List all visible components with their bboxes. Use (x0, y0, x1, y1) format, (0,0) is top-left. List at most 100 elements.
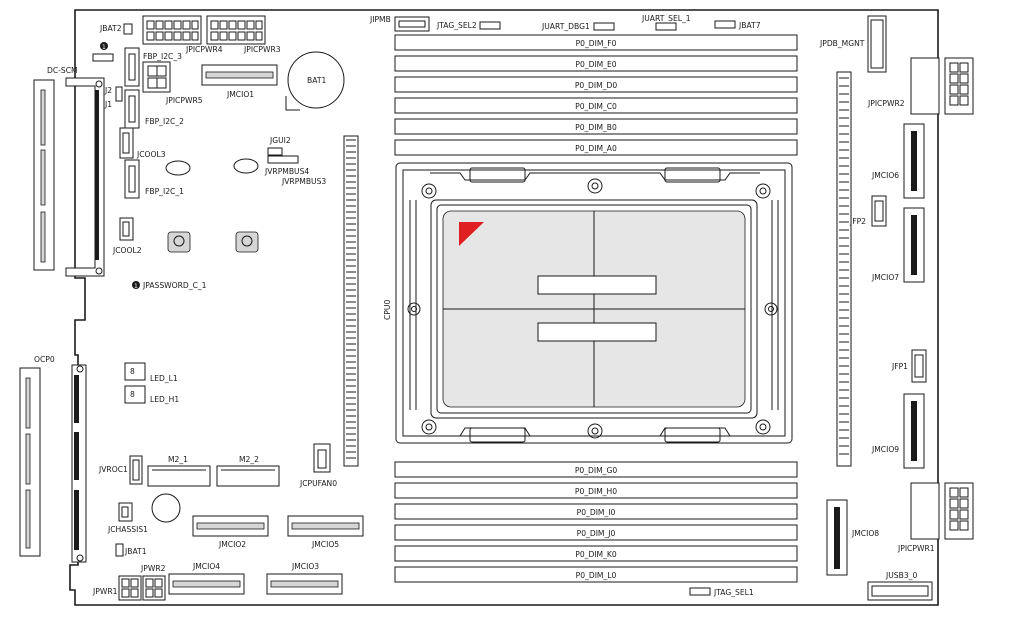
bat1-label: BAT1 (307, 76, 326, 85)
small-header-tl (92, 53, 114, 62)
m2-1-slot (147, 465, 211, 487)
jvroc1-label: JVROC1 (98, 465, 128, 474)
dimm-slot-b0 (394, 118, 798, 135)
standoff-right (235, 231, 259, 253)
jmcio8-label: JMCIO8 (851, 529, 879, 538)
dimm-label-j0: P0_DIM_J0 (577, 529, 616, 538)
jbat2-header (123, 23, 133, 35)
dimm-slots-top: P0_DIM_F0 P0_DIM_E0 P0_DIM_D0 P0_DIM_C0 … (394, 34, 798, 156)
oval-component-2 (233, 158, 259, 174)
dimm-label-d0: P0_DIM_D0 (575, 81, 617, 90)
marker-1-top (100, 42, 108, 50)
jfp1-label: JFP1 (891, 362, 908, 371)
jmcio1-label: JMCIO1 (226, 90, 254, 99)
marker-1-password-text: 1 (134, 283, 138, 290)
dimm-slot-d0 (394, 76, 798, 93)
dimm-slot-h0 (394, 482, 798, 499)
jmcio5-label: JMCIO5 (311, 540, 339, 549)
jpwr1-connector (118, 575, 142, 601)
jpicpwr5-label: JPICPWR5 (165, 96, 203, 105)
fbp-i2c-3-label: FBP_I2C_3 (143, 52, 182, 61)
pcie-slot-right (836, 71, 852, 467)
jcpufan0-label: JCPUFAN0 (299, 479, 337, 488)
ocp0-label: OCP0 (34, 355, 55, 364)
jgui2-header (267, 147, 283, 156)
jbat1-header (115, 543, 124, 557)
jpwr2-connector (142, 575, 166, 601)
dimm-label-l0: P0_DIM_L0 (576, 571, 617, 580)
dimm-label-a0: P0_DIM_A0 (575, 144, 617, 153)
jmcio4-label: JMCIO4 (192, 562, 220, 571)
dimm-label-k0: P0_DIM_K0 (575, 550, 617, 559)
jbat7-header (714, 20, 736, 29)
jpicpwr2-label: JPICPWR2 (867, 99, 905, 108)
j2-header (115, 86, 123, 102)
jbat7-label: JBAT7 (738, 21, 761, 30)
juart-sel-1-header (655, 22, 677, 31)
jcool3-label: JCOOL3 (136, 150, 166, 159)
dimm-slot-a0 (394, 139, 798, 156)
jfp2-label: JFP2 (849, 217, 866, 226)
juart-dbg1-label: JUART_DBG1 (541, 22, 590, 31)
pcie-slot-left (343, 135, 359, 467)
jcool2-label: JCOOL2 (112, 246, 142, 255)
jipmb-label: JIPMB (369, 15, 391, 24)
jpicpwr3-label: JPICPWR3 (243, 45, 281, 54)
svg-text:8: 8 (130, 390, 135, 399)
jpwr1-label: JPWR1 (92, 587, 118, 596)
dimm-label-b0: P0_DIM_B0 (575, 123, 617, 132)
jpicpwr2-connector (910, 57, 940, 115)
bat1-battery (287, 51, 345, 109)
jgui2-label: JGUI2 (269, 136, 291, 145)
jchassis1-connector (118, 502, 133, 522)
marker-1-password (132, 281, 140, 289)
board-outline (69, 9, 939, 606)
dimm-slot-l0 (394, 566, 798, 583)
jpicpwr1-label: JPICPWR1 (897, 544, 935, 553)
jtag-sel2-label: JTAG_SEL2 (436, 21, 477, 30)
jpicpwr4-label: JPICPWR4 (185, 45, 223, 54)
dimm-label-h0: P0_DIM_H0 (575, 487, 617, 496)
led-h1 (124, 385, 146, 404)
jpwr2-label: JPWR2 (140, 564, 166, 573)
dimm-label-c0: P0_DIM_C0 (575, 102, 617, 111)
dimm-slot-g0 (394, 461, 798, 478)
oval-component-1 (165, 160, 191, 176)
m2-2-slot (216, 465, 280, 487)
jmcio3-label: JMCIO3 (291, 562, 319, 571)
cpu-socket (395, 162, 793, 444)
juart-sel-1-label: JUART_SEL_1 (641, 14, 691, 23)
jbat2-label: JBAT2 (99, 24, 122, 33)
cpu0-label: CPU0 (383, 300, 392, 320)
j2-label: J2 (104, 86, 112, 95)
dimm-slot-k0 (394, 545, 798, 562)
jmcio2-label: JMCIO2 (218, 540, 246, 549)
dimm-slot-j0 (394, 524, 798, 541)
jbat1-label: JBAT1 (124, 547, 147, 556)
jpassword-c-1-label: JPASSWORD_C_1 (142, 281, 207, 290)
jvrpmbus-header (267, 155, 299, 164)
dimm-label-e0: P0_DIM_E0 (575, 60, 616, 69)
pin1-triangle-marker (459, 222, 484, 246)
j1-label: J1 (104, 100, 112, 109)
dimm-slot-c0 (394, 97, 798, 114)
dc-scm-slot (33, 77, 105, 277)
dimm-slots-bottom: P0_DIM_G0 P0_DIM_H0 P0_DIM_I0 P0_DIM_J0 … (394, 461, 798, 583)
juart-dbg1-header (593, 22, 615, 31)
dc-scm-label: DC-SCM (47, 66, 78, 75)
jvrpmbus4-label: JVRPMBUS4 (264, 167, 309, 176)
dimm-label-g0: P0_DIM_G0 (575, 466, 618, 475)
jcool2-connector (119, 217, 134, 241)
m2-2-label: M2_2 (239, 455, 259, 464)
marker-1-top-text: 1 (102, 44, 106, 51)
dimm-slot-i0 (394, 503, 798, 520)
jmcio9-label: JMCIO9 (871, 445, 899, 454)
fbp-i2c-2-label: FBP_I2C_2 (145, 117, 184, 126)
m2-1-label: M2_1 (168, 455, 188, 464)
led-l1-label: LED_L1 (150, 374, 178, 383)
jtag-sel2-header (479, 21, 501, 30)
jtag-sel1-header (689, 587, 711, 596)
dimm-label-i0: P0_DIM_I0 (577, 508, 616, 517)
jusb3-0-connector (867, 581, 933, 601)
jusb3-0-label: JUSB3_0 (885, 571, 917, 580)
